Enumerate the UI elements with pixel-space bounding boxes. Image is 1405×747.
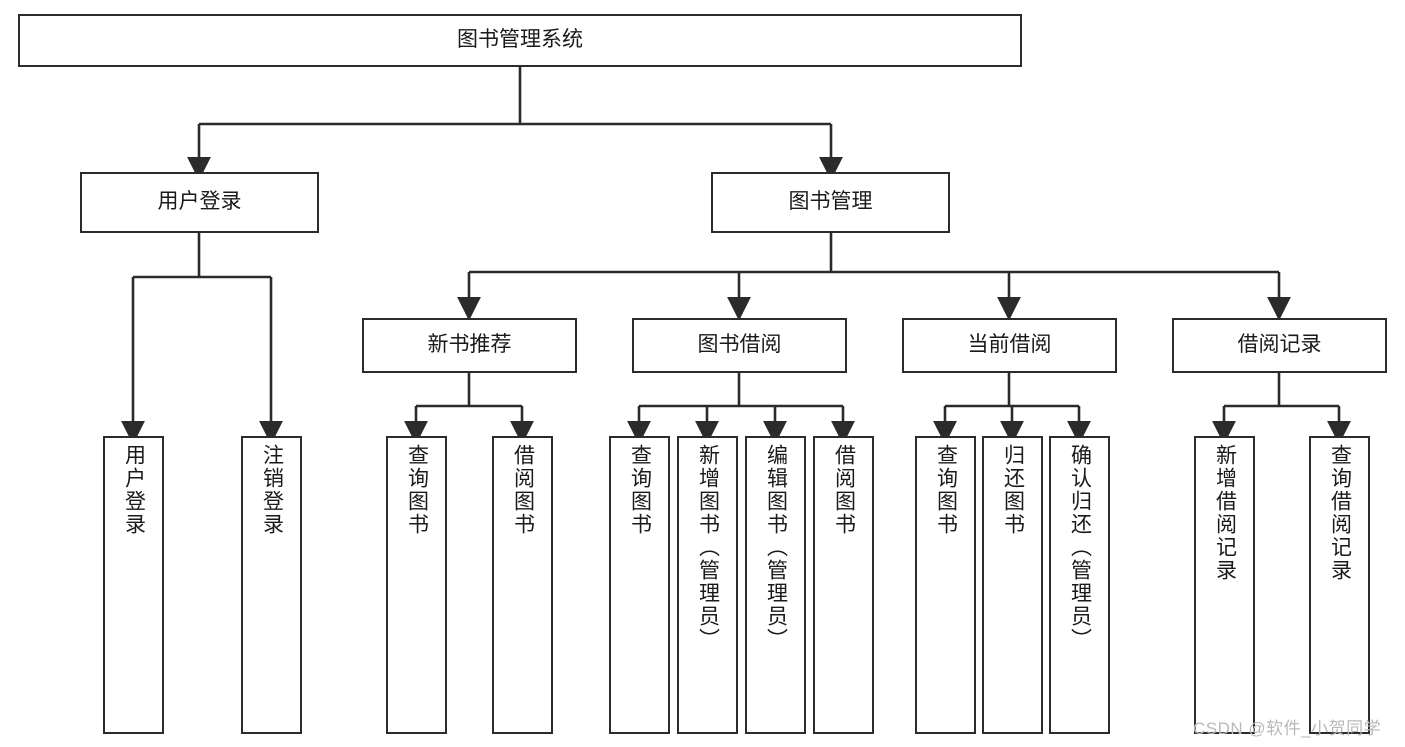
node-label: 借阅记录 <box>1237 333 1322 357</box>
node-label: 编辑图书（管理员） <box>764 444 788 651</box>
node-leaf-query-book-recommend[interactable]: 查询图书 <box>386 436 447 734</box>
node-label: 查询图书 <box>405 444 429 536</box>
node-label: 新增借阅记录 <box>1213 444 1237 582</box>
node-user-login[interactable]: 用户登录 <box>80 172 319 233</box>
node-label: 图书借阅 <box>697 333 782 357</box>
watermark: CSDN @软件_小贺同学 <box>1193 719 1382 738</box>
node-label: 归还图书 <box>1001 444 1025 536</box>
node-label: 查询图书 <box>934 444 958 536</box>
node-leaf-logout[interactable]: 注销登录 <box>241 436 302 734</box>
node-current-borrow[interactable]: 当前借阅 <box>902 318 1117 373</box>
node-leaf-borrow-book[interactable]: 借阅图书 <box>813 436 874 734</box>
node-leaf-borrow-book-recommend[interactable]: 借阅图书 <box>492 436 553 734</box>
node-leaf-return-book[interactable]: 归还图书 <box>982 436 1043 734</box>
node-label: 图书管理 <box>788 190 873 214</box>
node-label: 用户登录 <box>122 444 146 536</box>
node-root-system[interactable]: 图书管理系统 <box>18 14 1022 67</box>
node-leaf-query-book-borrow[interactable]: 查询图书 <box>609 436 670 734</box>
node-label: 当前借阅 <box>967 333 1052 357</box>
node-label: 图书管理系统 <box>457 28 583 52</box>
node-label: 新增图书（管理员） <box>696 444 720 651</box>
node-leaf-confirm-return-admin[interactable]: 确认归还（管理员） <box>1049 436 1110 734</box>
node-label: 查询图书 <box>628 444 652 536</box>
node-label: 确认归还（管理员） <box>1068 444 1092 651</box>
node-book-management[interactable]: 图书管理 <box>711 172 950 233</box>
node-leaf-add-book-admin[interactable]: 新增图书（管理员） <box>677 436 738 734</box>
node-leaf-user-login[interactable]: 用户登录 <box>103 436 164 734</box>
node-new-book-recommend[interactable]: 新书推荐 <box>362 318 577 373</box>
node-leaf-edit-book-admin[interactable]: 编辑图书（管理员） <box>745 436 806 734</box>
node-label: 借阅图书 <box>511 444 535 536</box>
node-leaf-query-borrow-record[interactable]: 查询借阅记录 <box>1309 436 1370 734</box>
node-borrow-record[interactable]: 借阅记录 <box>1172 318 1387 373</box>
node-label: 用户登录 <box>157 190 242 214</box>
node-label: 注销登录 <box>260 444 284 536</box>
node-leaf-query-book-current[interactable]: 查询图书 <box>915 436 976 734</box>
node-book-borrow[interactable]: 图书借阅 <box>632 318 847 373</box>
node-leaf-add-borrow-record[interactable]: 新增借阅记录 <box>1194 436 1255 734</box>
node-label: 新书推荐 <box>427 333 512 357</box>
node-label: 借阅图书 <box>832 444 856 536</box>
node-label: 查询借阅记录 <box>1328 444 1352 582</box>
